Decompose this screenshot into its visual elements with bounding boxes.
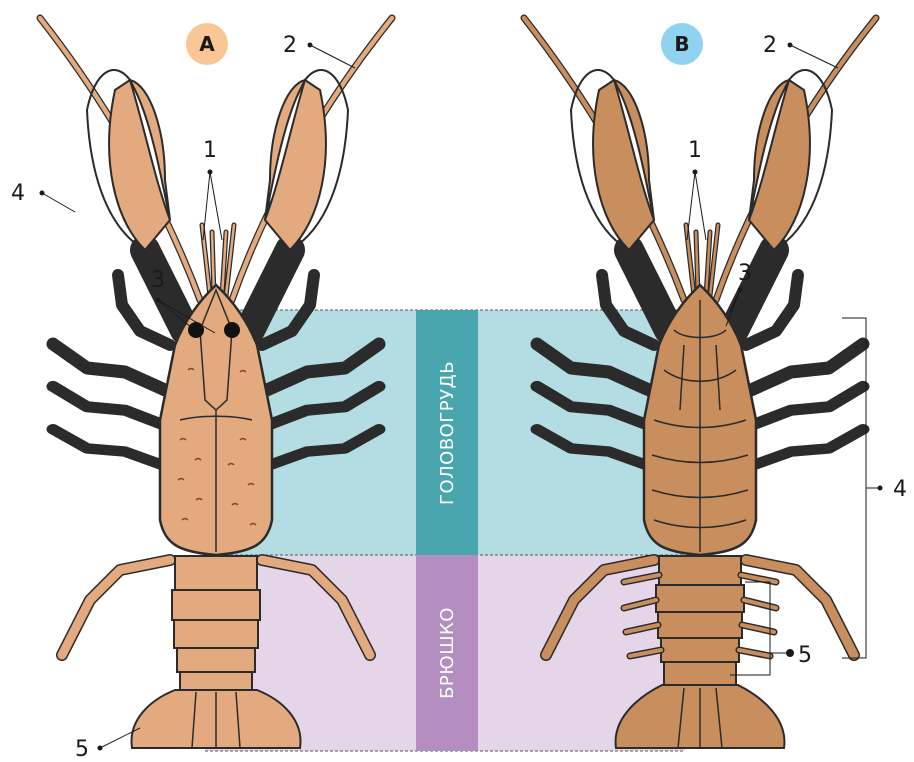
callout-a-3: 3 — [151, 268, 165, 293]
callout-a-5: 5 — [75, 737, 89, 762]
callout-b-2: 2 — [763, 33, 777, 58]
badge-a-label: A — [199, 32, 215, 56]
callout-b-1: 1 — [688, 138, 702, 163]
callout-a-2: 2 — [283, 33, 297, 58]
callout-a-4: 4 — [11, 181, 25, 206]
abdomen-label: БРЮШКО — [437, 607, 458, 699]
badge-b-label: B — [674, 32, 689, 56]
callout-b-3: 3 — [738, 261, 752, 286]
cephalothorax-label: ГОЛОВОГРУДЬ — [437, 361, 458, 505]
callout-b-4: 4 — [893, 477, 907, 502]
callout-a-1: 1 — [203, 138, 217, 163]
callout-b-5: 5 — [798, 643, 812, 668]
